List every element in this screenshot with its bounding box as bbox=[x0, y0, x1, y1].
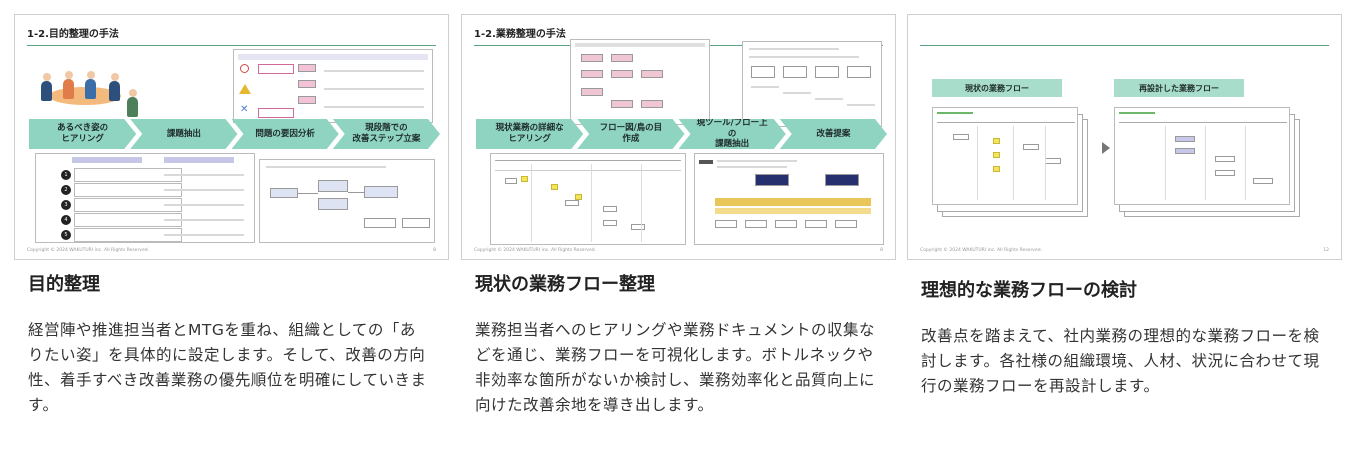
redesigned-flow-document bbox=[1114, 107, 1290, 205]
step-improvement-proposal: 改善提案 bbox=[780, 119, 887, 149]
copyright-text: Copyright © 2024 WAKUTURI inc. All Right… bbox=[27, 248, 150, 253]
step-tool-issue-extraction: 現ツール/フロー上の 課題抽出 bbox=[679, 119, 786, 149]
section-heading: 目的整理 bbox=[28, 274, 100, 295]
flow-sheet-document bbox=[570, 39, 710, 125]
copyright-text: Copyright © 2024 WAKUTURI inc. All Right… bbox=[920, 248, 1043, 253]
page-number: 8 bbox=[880, 248, 883, 253]
step-hearing: あるべき姿の ヒアリング bbox=[29, 119, 136, 149]
flow-document bbox=[259, 159, 435, 243]
slide-thumbnail: 現状の業務フロー 再設計した業務フロー bbox=[907, 14, 1342, 260]
current-flow-document bbox=[932, 107, 1078, 205]
section-heading: 理想的な業務フローの検討 bbox=[921, 280, 1137, 301]
section-description: 経営陣や推進担当者とMTGを重ね、組織としての「ありたい姿」を具体的に設定します… bbox=[28, 321, 427, 414]
label-current-flow: 現状の業務フロー bbox=[932, 79, 1062, 97]
section-description: 業務担当者へのヒアリングや業務ドキュメントの収集などを通じ、業務フローを可視化し… bbox=[475, 321, 876, 414]
step-cause-analysis: 問題の要因分析 bbox=[232, 119, 339, 149]
swimlane-document bbox=[490, 153, 686, 245]
slide-thumbnail: 1-2.目的整理の手法 ✕ あるべき姿の ヒアリング bbox=[14, 14, 449, 260]
issue-list-document: 1 2 3 4 5 bbox=[35, 153, 255, 243]
slide-title: 1-2.業務整理の手法 bbox=[474, 29, 566, 40]
divider bbox=[920, 45, 1329, 46]
step-issue-extraction: 課題抽出 bbox=[130, 119, 237, 149]
page-number: 12 bbox=[1323, 248, 1329, 253]
matrix-document: ✕ bbox=[233, 49, 433, 123]
card-purpose: 1-2.目的整理の手法 ✕ あるべき姿の ヒアリング bbox=[14, 14, 449, 414]
slide-thumbnail: 1-2.業務整理の手法 現状業務の詳細な ヒアリング bbox=[461, 14, 896, 260]
section-description: 改善点を踏まえて、社内業務の理想的な業務フローを検討します。各社様の組織環境、人… bbox=[921, 327, 1320, 395]
step-improvement-plan: 現段階での 改善ステップ立案 bbox=[333, 119, 440, 149]
slide-title: 1-2.目的整理の手法 bbox=[27, 29, 119, 40]
divider bbox=[27, 45, 436, 46]
copyright-text: Copyright © 2024 WAKUTURI inc. All Right… bbox=[474, 248, 597, 253]
section-heading: 現状の業務フロー整理 bbox=[475, 274, 655, 295]
step-detailed-hearing: 現状業務の詳細な ヒアリング bbox=[476, 119, 583, 149]
arrow-icon bbox=[1102, 142, 1110, 154]
label-redesigned-flow: 再設計した業務フロー bbox=[1114, 79, 1244, 97]
issue-sheet-document bbox=[742, 41, 882, 127]
process-steps: あるべき姿の ヒアリング 課題抽出 問題の要因分析 現段階での 改善ステップ立案 bbox=[29, 119, 434, 149]
card-ideal-flow: 現状の業務フロー 再設計した業務フロー bbox=[907, 14, 1342, 395]
step-flow-diagram: フロー図/鳥の目 作成 bbox=[577, 119, 684, 149]
page-number: 8 bbox=[433, 248, 436, 253]
card-current-flow: 1-2.業務整理の手法 現状業務の詳細な ヒアリング bbox=[461, 14, 896, 414]
bird-eye-document bbox=[694, 153, 884, 245]
process-steps: 現状業務の詳細な ヒアリング フロー図/鳥の目 作成 現ツール/フロー上の 課題… bbox=[476, 119, 881, 149]
